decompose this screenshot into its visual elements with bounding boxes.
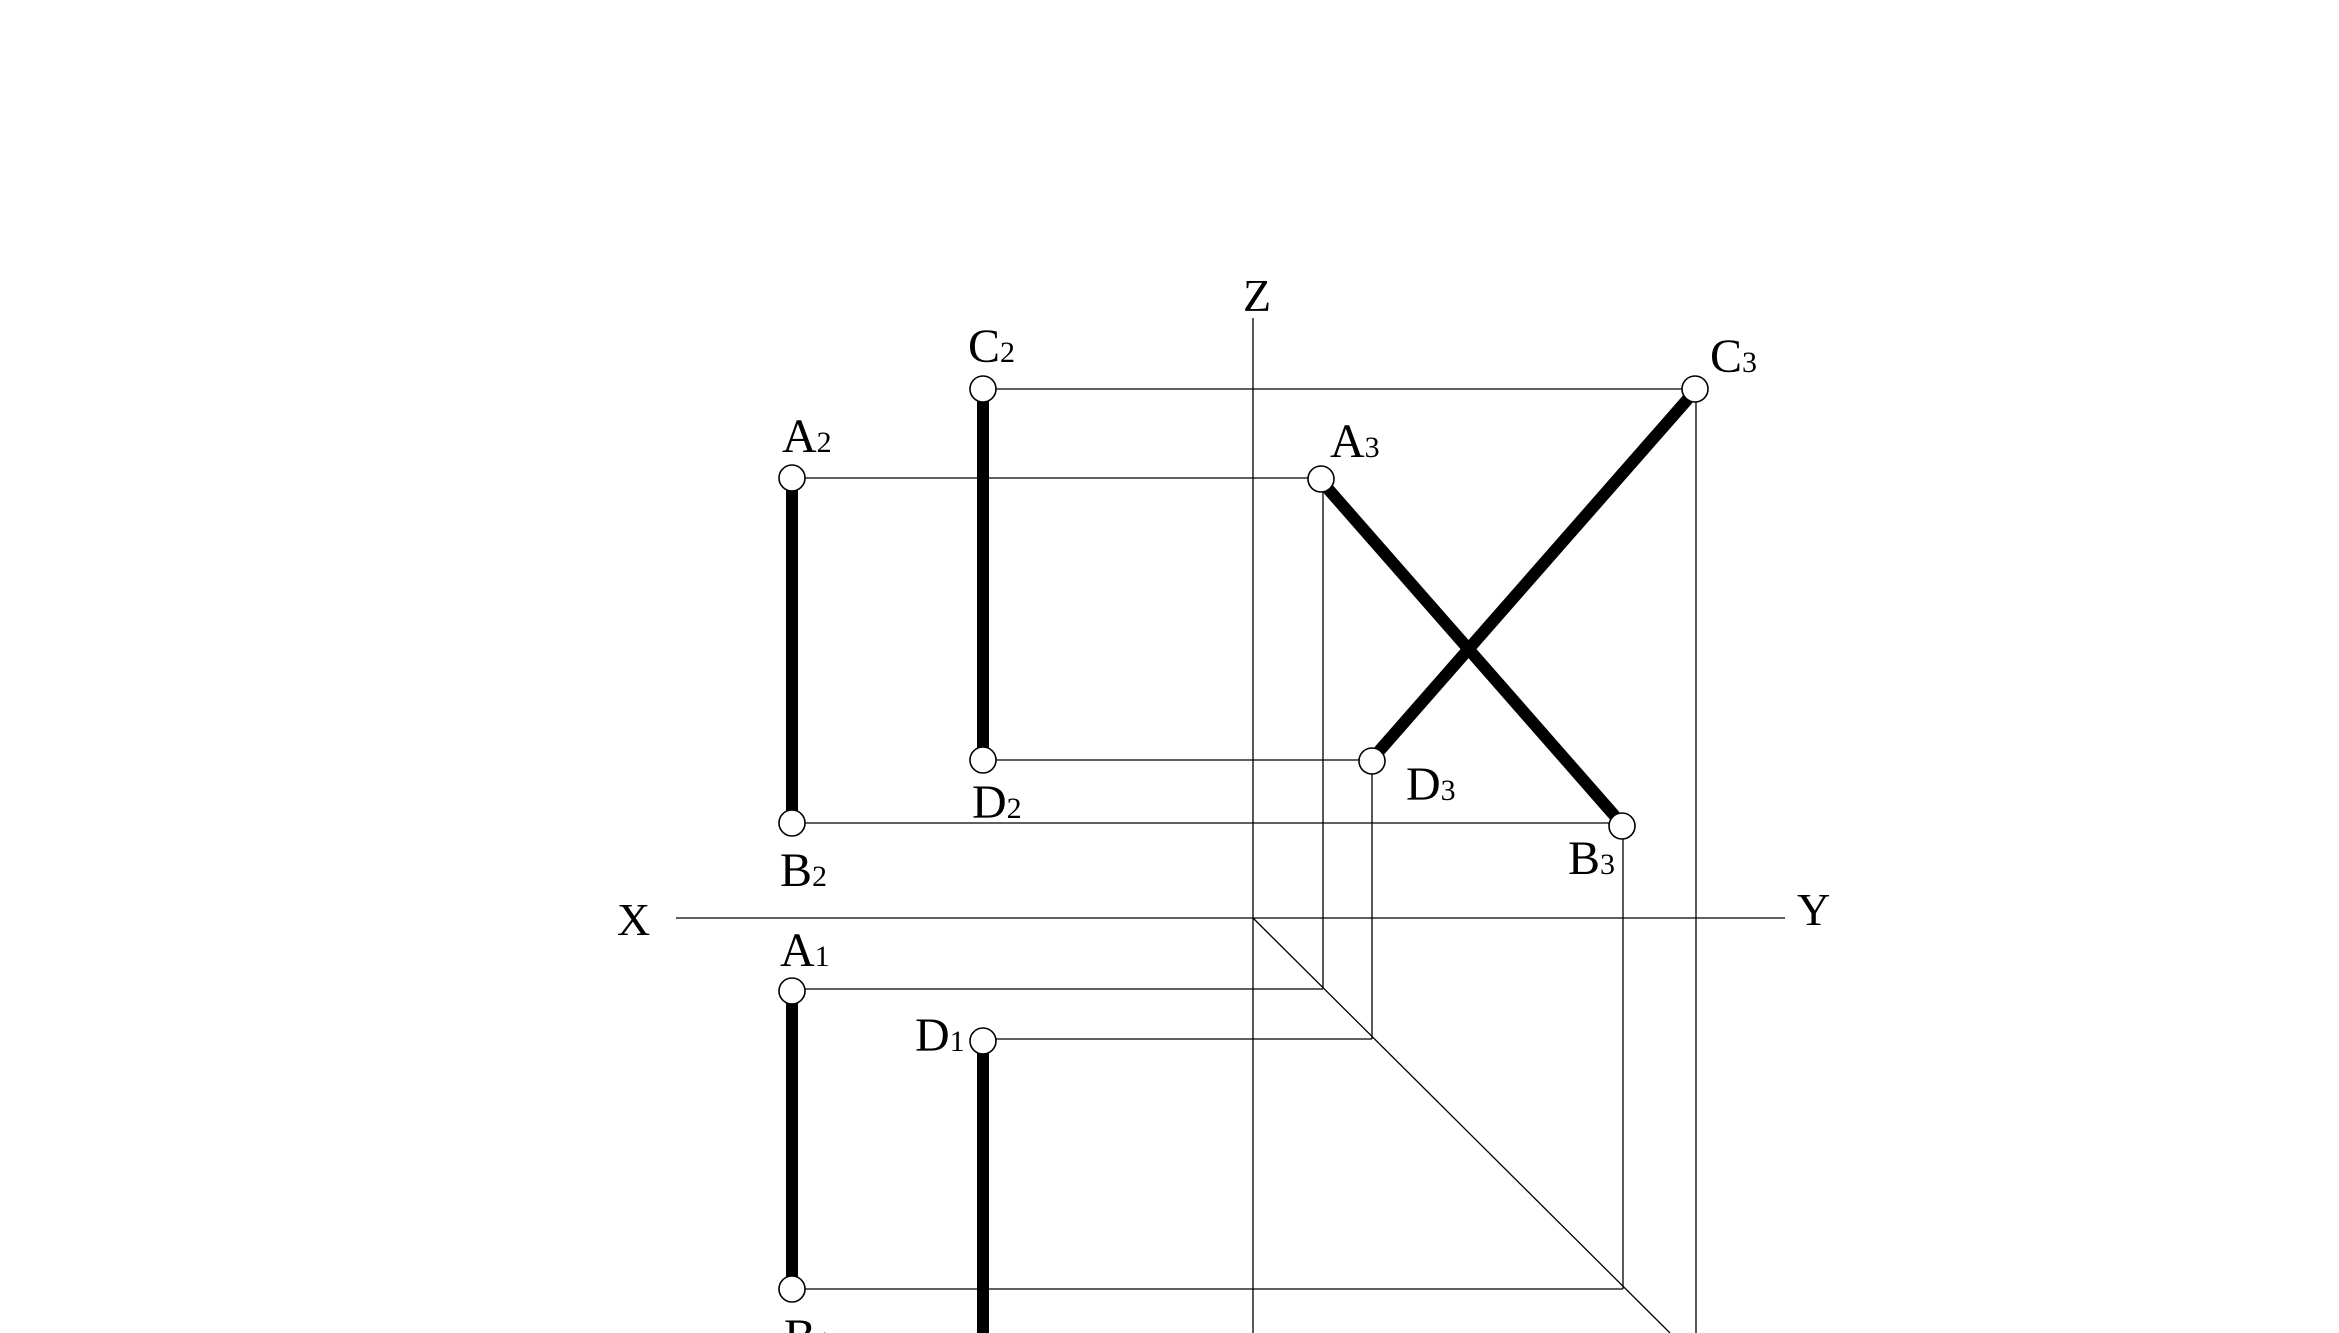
point-marker-a1 <box>778 977 806 1005</box>
point-marker-d1 <box>969 1027 997 1055</box>
point-marker-b2 <box>778 809 806 837</box>
point-marker-b1 <box>778 1275 806 1303</box>
point-label-b3: B3 <box>1568 832 1615 885</box>
point-label-c3: C3 <box>1710 330 1757 383</box>
point-label-b1: B1 <box>784 1310 831 1333</box>
point-marker-b3 <box>1608 812 1636 840</box>
point-label-a1: A1 <box>780 924 830 977</box>
axis-label-x: X <box>617 894 650 945</box>
point-label-d1: D1 <box>915 1009 965 1062</box>
point-label-d3: D3 <box>1406 758 1456 811</box>
point-marker-a3 <box>1307 465 1335 493</box>
point-label-b2: B2 <box>780 844 827 897</box>
segment-c3-d3 <box>1374 394 1693 756</box>
point-marker-d2 <box>969 746 997 774</box>
axis-label-y: Y <box>1797 884 1830 935</box>
point-label-c2: C2 <box>968 320 1015 373</box>
point-label-d2: D2 <box>972 776 1022 829</box>
point-marker-d3 <box>1358 747 1386 775</box>
point-label-a2: A2 <box>782 410 832 463</box>
point-marker-a2 <box>778 464 806 492</box>
point-label-a3: A3 <box>1330 415 1380 468</box>
point-marker-c3 <box>1681 375 1709 403</box>
point-marker-c2 <box>969 375 997 403</box>
axis-diagonal-line <box>1252 917 1671 1333</box>
axis-label-z: Z <box>1243 270 1271 321</box>
